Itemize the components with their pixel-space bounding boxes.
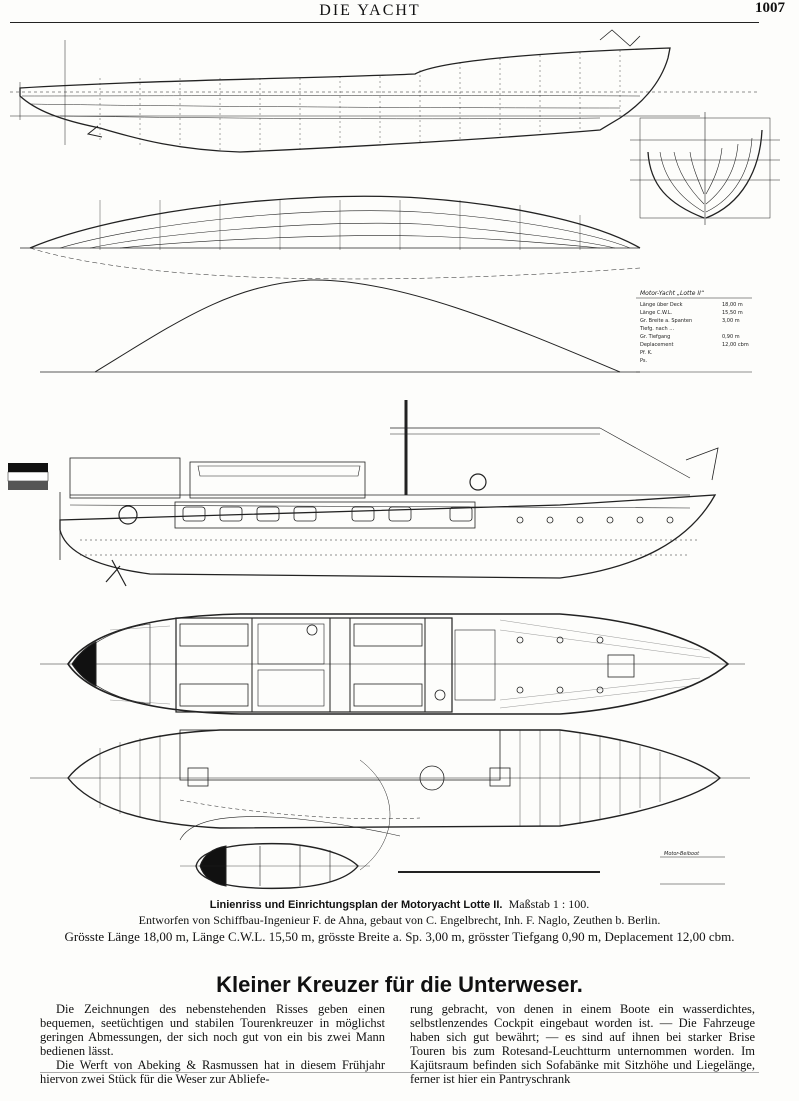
bottom-rule <box>40 1072 759 1073</box>
figure-caption-credit: Entworfen von Schiffbau-Ingenieur F. de … <box>138 913 661 927</box>
body-plan-sections <box>630 112 780 225</box>
caption-title-text: Linienriss und Einrichtungsplan der Moto… <box>209 899 503 911</box>
lines-profile-view <box>10 29 760 153</box>
article-paragraph: rung gebracht, von denen in einem Boote … <box>410 1002 755 1086</box>
legend-row-label: Deplacement <box>640 342 673 348</box>
dinghy-plan <box>180 842 370 890</box>
article-column-right: rung gebracht, von denen in einem Boote … <box>410 1002 755 1086</box>
article-column-left: Die Zeichnungen des nebenstehenden Risse… <box>40 1002 385 1086</box>
legend-row-label: Länge über Deck <box>640 302 683 308</box>
legend-row-value: 15,50 m <box>722 310 743 316</box>
sectional-area-curve <box>40 279 640 373</box>
legend-row-label: Ps. <box>640 358 648 364</box>
header-rule <box>10 22 759 23</box>
flag-icon <box>7 463 49 490</box>
legend-row-value: 0,90 m <box>722 334 740 340</box>
dinghy-legend-title: Motor-Beiboot <box>664 851 700 857</box>
dimensions-legend <box>636 297 752 373</box>
legend-row-label: Länge C.W.L. <box>640 310 673 316</box>
running-header-title: DIE YACHT <box>319 2 421 19</box>
legend-row-label: Gr. Breite a. Spanten <box>640 318 692 324</box>
half-breadth-plan <box>20 195 641 280</box>
article-heading: Kleiner Kreuzer für die Unterweser. <box>216 972 583 997</box>
figure-caption-dimensions: Grösste Länge 18,00 m, Länge C.W.L. 15,5… <box>64 929 735 944</box>
arrangement-profile <box>59 400 719 587</box>
legend-row-value: 3,00 m <box>722 318 740 324</box>
legend-row-label: Tiefg. nach … <box>639 326 674 332</box>
article-paragraph: Die Zeichnungen des nebenstehenden Risse… <box>40 1002 385 1058</box>
legend-row-value: 12,00 cbm <box>722 342 749 348</box>
caption-scale: Maßstab 1 : 100. <box>508 897 590 911</box>
legend-row-label: Gr. Tiefgang <box>640 334 670 340</box>
legend-title: Motor-Yacht „Lotte II“ <box>640 290 705 297</box>
figure-caption-title: Linienriss und Einrichtungsplan der Moto… <box>0 897 799 912</box>
construction-plan <box>30 729 750 871</box>
ship-drawing-figure: Motor-Yacht „Lotte II“ Länge über Deck 18… <box>7 29 780 890</box>
legend-row-label: Pf. K. <box>640 350 653 356</box>
page-number: 1007 <box>755 0 785 16</box>
legend-rows: Länge über Deck 18,00 m Länge C.W.L. 15,50 … <box>639 302 749 364</box>
deck-plan <box>40 613 745 715</box>
legend-row-value: 18,00 m <box>722 302 743 308</box>
article-paragraph: Die Werft von Abeking & Rasmussen hat in… <box>40 1058 385 1086</box>
dinghy-legend <box>660 856 725 885</box>
